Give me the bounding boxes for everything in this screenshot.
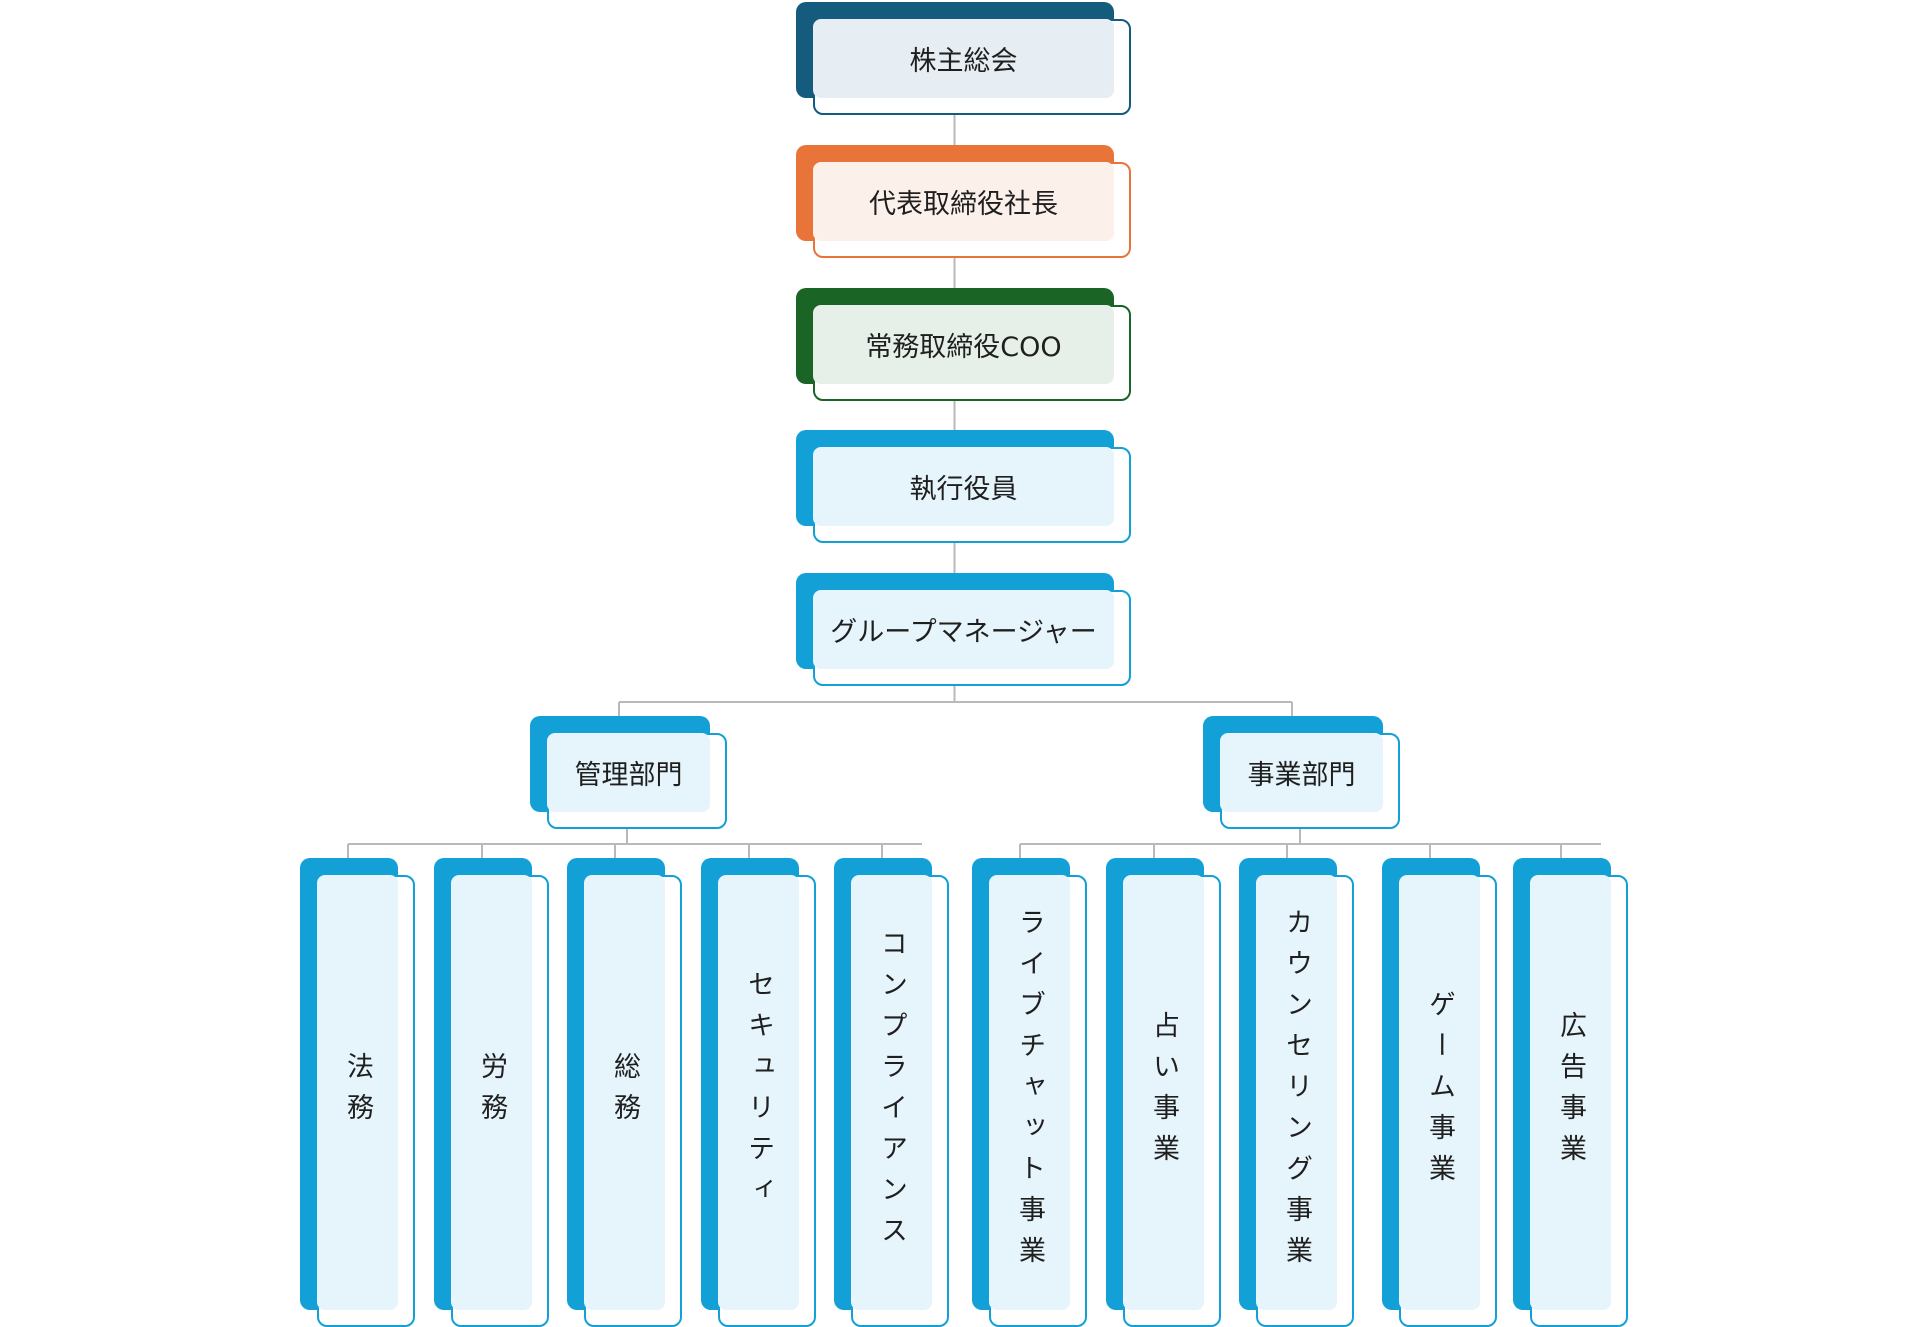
node-group-manager: グループマネージャー xyxy=(796,573,1131,686)
node-label: コンプライアンス xyxy=(876,928,907,1257)
node-admin-child-2: 総務 xyxy=(567,858,682,1327)
node-label: 株主総会 xyxy=(909,46,1018,77)
node-fill xyxy=(813,590,1114,669)
node-label: ゲーム事業 xyxy=(1424,990,1455,1195)
node-admin-child-0: 法務 xyxy=(300,858,415,1327)
node-label: 管理部門 xyxy=(574,760,683,791)
node-fill xyxy=(813,162,1114,241)
node-label: セキュリティ xyxy=(743,969,774,1216)
node-fill xyxy=(813,19,1114,98)
node-label: 広告事業 xyxy=(1555,1010,1586,1175)
node-fill xyxy=(1530,875,1611,1310)
node-business-child-1: 占い事業 xyxy=(1106,858,1221,1327)
node-fill xyxy=(547,733,710,812)
node-officers: 執行役員 xyxy=(796,430,1131,543)
node-label: 占い事業 xyxy=(1148,1010,1179,1175)
node-fill xyxy=(1399,875,1480,1310)
node-fill xyxy=(813,447,1114,526)
node-admin-child-1: 労務 xyxy=(434,858,549,1327)
node-label: 代表取締役社長 xyxy=(869,189,1058,220)
node-business-child-0: ライブチャット事業 xyxy=(972,858,1087,1327)
node-coo: 常務取締役COO xyxy=(796,288,1131,401)
node-business-child-4: 広告事業 xyxy=(1513,858,1628,1327)
node-label: 労務 xyxy=(476,1051,507,1134)
node-label: 常務取締役COO xyxy=(865,332,1062,363)
node-business-child-2: カウンセリング事業 xyxy=(1239,858,1354,1327)
node-fill xyxy=(989,875,1070,1310)
node-label: 総務 xyxy=(609,1051,640,1134)
node-fill xyxy=(813,305,1114,384)
node-label: 法務 xyxy=(342,1051,373,1134)
node-label: カウンセリング事業 xyxy=(1281,908,1312,1277)
node-fill xyxy=(584,875,665,1310)
node-fill xyxy=(1220,733,1383,812)
node-admin: 管理部門 xyxy=(530,716,727,829)
node-label: 執行役員 xyxy=(909,474,1018,505)
node-fill xyxy=(851,875,932,1310)
node-fill xyxy=(1256,875,1337,1310)
node-fill xyxy=(317,875,398,1310)
node-admin-child-4: コンプライアンス xyxy=(834,858,949,1327)
node-shareholders: 株主総会 xyxy=(796,2,1131,115)
node-ceo: 代表取締役社長 xyxy=(796,145,1131,258)
node-business: 事業部門 xyxy=(1203,716,1400,829)
node-business-child-3: ゲーム事業 xyxy=(1382,858,1497,1327)
node-label: ライブチャット事業 xyxy=(1014,908,1045,1277)
node-fill xyxy=(1123,875,1204,1310)
node-fill xyxy=(451,875,532,1310)
node-admin-child-3: セキュリティ xyxy=(701,858,816,1327)
node-label: グループマネージャー xyxy=(830,617,1097,648)
node-label: 事業部門 xyxy=(1247,760,1356,791)
node-fill xyxy=(718,875,799,1310)
